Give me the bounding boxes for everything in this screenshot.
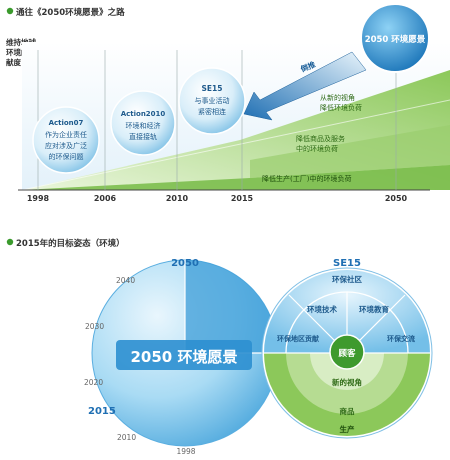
action2010-bubble: Action2010 环境和经济 直接接轨 xyxy=(110,90,176,156)
label-exchange: 环保交流 xyxy=(387,334,415,343)
se15-top-label: SE15 xyxy=(333,258,361,269)
timeline-year: 2030 xyxy=(85,322,104,331)
bubble-text: 作为企业责任 xyxy=(45,130,87,139)
se15-lower-green-core xyxy=(310,353,384,390)
y-axis-label-line: 献度 xyxy=(6,57,21,67)
vision-label-box xyxy=(116,340,252,370)
timeline-year: 2010 xyxy=(117,433,136,442)
label-local: 环保地区贡献 xyxy=(277,334,319,343)
band-top-text: 从新的视角 xyxy=(320,93,355,102)
big-circle-top-year: 2050 xyxy=(171,258,199,269)
se15-bubble: SE15 与事业活动 紧密相连 xyxy=(178,67,246,135)
year-label: 2010 xyxy=(166,194,189,203)
action07-bubble: Action07 作为企业责任 应对涉及广泛 的环保问题 xyxy=(32,106,100,174)
action07-bubble-circle xyxy=(32,106,100,174)
y-axis-label-line: 环境的贡 xyxy=(6,47,36,57)
bubble-text: 直接接轨 xyxy=(129,132,157,141)
bubble-text: 紧密相连 xyxy=(198,107,226,116)
section2-bullet-icon xyxy=(6,238,14,246)
bubble-text: 环境和经济 xyxy=(126,121,161,130)
year-label: 2015 xyxy=(231,194,254,203)
band-middle xyxy=(250,125,450,178)
section1-header: 通往《2050环境愿景》之路 xyxy=(6,7,125,18)
backcast-arrow-icon xyxy=(243,51,367,121)
bubble-text: 应对涉及广泛 xyxy=(45,141,87,150)
year-label: 2050 xyxy=(385,194,408,203)
band-divider xyxy=(21,99,450,191)
vision-progress-sector xyxy=(185,260,278,353)
label-customer: 顾客 xyxy=(338,348,356,359)
section2-title: 2015年的目标姿态（环境） xyxy=(16,238,125,249)
label-products: 商品 xyxy=(340,406,355,416)
band-top-text: 降低环境负荷 xyxy=(320,103,362,112)
action2010-bubble-circle xyxy=(110,90,176,156)
label-tech: 环境技术 xyxy=(307,304,337,314)
timeline-year: 2040 xyxy=(116,276,135,285)
label-new-view: 新的视角 xyxy=(332,377,362,387)
bubble-text: Action07 xyxy=(49,119,84,127)
band-middle-text: 降低商品及服务 xyxy=(296,134,345,143)
timeline-year: 2020 xyxy=(84,378,103,387)
label-edu: 环境教育 xyxy=(359,304,389,314)
section2-header: 2015年的目标姿态（环境） xyxy=(6,238,125,249)
timeline-year: 1998 xyxy=(176,447,195,456)
vision-2050-label: 2050 环境愿景 xyxy=(365,34,426,45)
year-label: 2006 xyxy=(94,194,117,203)
section1-title: 通往《2050环境愿景》之路 xyxy=(16,7,125,18)
label-production: 生产 xyxy=(340,424,355,434)
se15-bubble-circle xyxy=(178,67,246,135)
label-community: 环保社区 xyxy=(332,274,362,284)
bubble-text: 的环保问题 xyxy=(49,152,84,161)
band-bottom-text: 降低生产(工厂)中的环境负荷 xyxy=(262,174,351,183)
vision-big-circle-group: 2050 环境愿景 2050 2040 2030 2020 2015 2010 … xyxy=(84,258,279,456)
bubble-text: SE15 xyxy=(202,84,223,93)
roadmap-chart: 1998 2006 2010 2015 2050 从新的视角 降低环境负荷 降低… xyxy=(18,3,450,203)
section1-bullet-icon xyxy=(6,7,14,15)
band-bottom xyxy=(22,165,450,190)
y-axis-label: 维持地球 环境的贡 献度 xyxy=(6,37,36,67)
y-axis-label-line: 维持地球 xyxy=(6,37,36,47)
timeline-year-2015: 2015 xyxy=(88,406,116,417)
bubble-text: 与事业活动 xyxy=(195,96,230,105)
vision-2050-circle xyxy=(360,3,430,73)
year-label: 1998 xyxy=(27,194,50,203)
customer-center-circle xyxy=(329,334,365,370)
bubble-text: Action2010 xyxy=(121,110,166,118)
se15-circle-group: SE15 环保社区 环境技术 环境教育 环保地区贡献 环保交流 顾客 新的视角 … xyxy=(261,258,433,439)
vision-big-label: 2050 环境愿景 xyxy=(131,348,238,366)
band-middle-text: 中的环境负荷 xyxy=(296,144,338,153)
